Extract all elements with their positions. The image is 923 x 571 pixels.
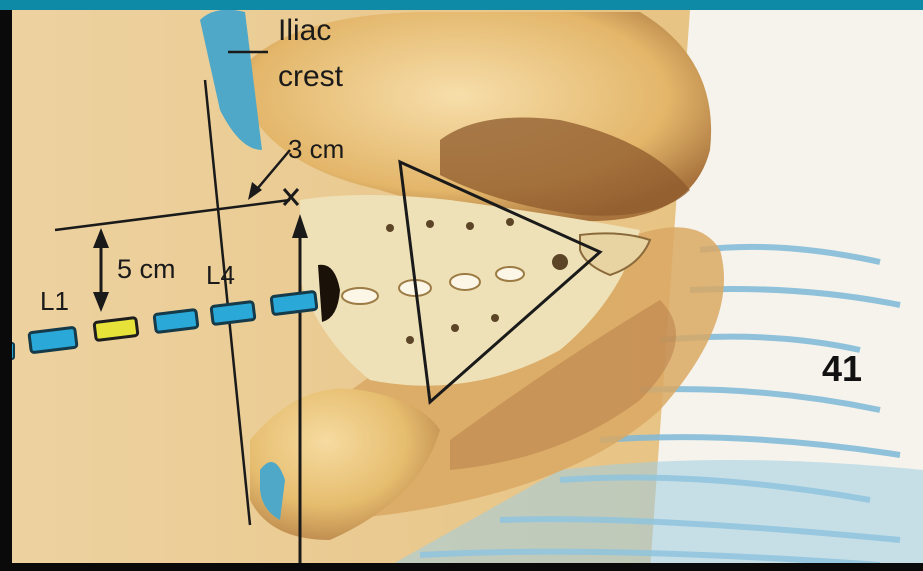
spinous-marker [94, 318, 138, 341]
crest-label: crest [278, 62, 343, 92]
spinous-marker [154, 310, 198, 333]
l1-label: L1 [40, 288, 69, 314]
left-dark-strip [0, 10, 12, 571]
bottom-dark-bar [0, 563, 923, 571]
three-cm-label: 3 cm [288, 136, 344, 162]
spinous-marker [29, 327, 77, 352]
iliac-label: Iliac [278, 16, 331, 46]
l4-label: L4 [206, 262, 235, 288]
top-accent-bar [0, 0, 923, 10]
figure-number: 41 [822, 351, 862, 387]
five-cm-label: 5 cm [117, 256, 176, 283]
spinous-marker [211, 302, 255, 325]
spinous-marker [271, 291, 317, 314]
